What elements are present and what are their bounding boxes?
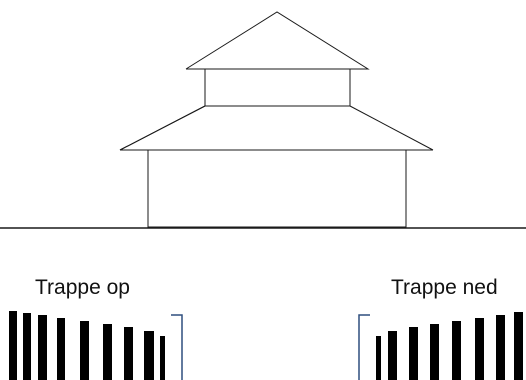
stair-step [160, 336, 165, 380]
stairs-down-label: Trappe ned [391, 276, 498, 299]
stair-step [57, 318, 65, 380]
stair-step [475, 318, 484, 380]
ground-floor-walls [147, 150, 407, 228]
stair-step [514, 312, 523, 380]
lower-roof-left [119, 105, 206, 151]
stair-step [496, 315, 505, 380]
stairs-up-bracket [171, 314, 183, 380]
stair-step [452, 321, 461, 380]
stairs-down-symbol [376, 312, 523, 380]
stair-step [144, 331, 154, 380]
stair-step [409, 327, 418, 380]
stair-step [430, 324, 439, 380]
building-elevation [119, 11, 434, 228]
stairs-up-symbol [9, 311, 165, 380]
stair-step [124, 327, 133, 380]
stair-step [388, 331, 397, 380]
stair-step [376, 336, 381, 380]
top-roof [185, 11, 370, 70]
stair-step [80, 321, 89, 380]
lower-roof-right [349, 105, 434, 151]
upper-storey-walls [204, 69, 351, 107]
stair-step [9, 311, 17, 380]
stair-step [38, 315, 47, 380]
stair-step [103, 324, 112, 380]
stairs-down-bracket [358, 314, 370, 380]
stairs-up-label: Trappe op [35, 276, 130, 299]
stair-step [23, 313, 31, 380]
